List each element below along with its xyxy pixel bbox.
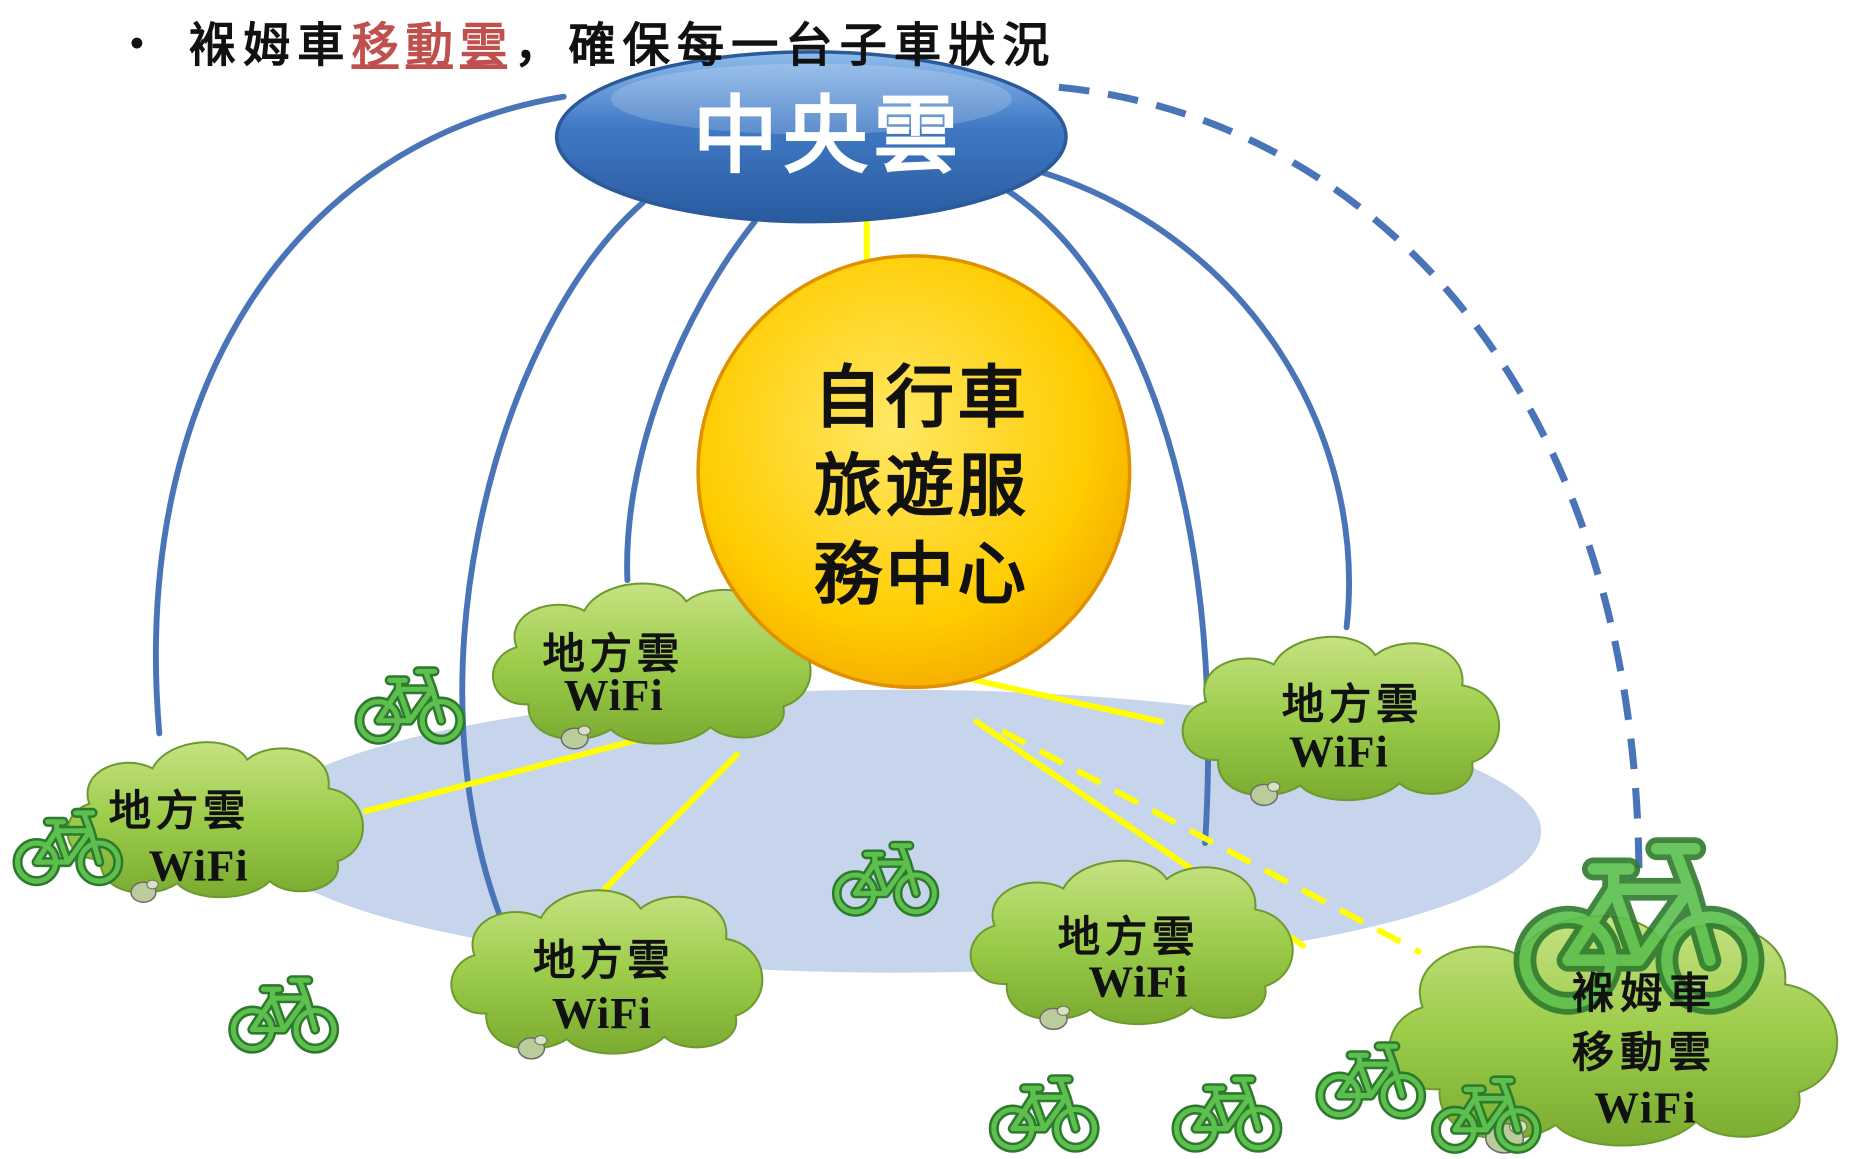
local-cloud-network: WiFi <box>552 988 651 1038</box>
service-center-line-1: 自行車 <box>814 358 1026 438</box>
central-cloud-label: 中央雲 <box>693 86 958 186</box>
local-cloud-top-middle: 地方雲 WiFi <box>491 582 812 751</box>
local-cloud-network: WiFi <box>149 841 248 891</box>
link-arc-right-top-cloud <box>1034 168 1352 631</box>
link-arc-left-cloud <box>153 93 567 737</box>
link-arc-bottom-middle-cloud <box>459 199 646 976</box>
nanny-cloud-network: WiFi <box>1594 1082 1695 1132</box>
local-cloud-name: 地方雲 <box>1282 680 1419 730</box>
local-cloud-right-middle: 地方雲 WiFi <box>969 859 1294 1031</box>
local-cloud-left: 地方雲 WiFi <box>66 741 365 904</box>
service-center-line-2: 旅遊服 <box>814 446 1027 526</box>
nanny-cloud-line-2: 移動雲 <box>1572 1028 1711 1078</box>
bicycle-icon <box>233 980 334 1048</box>
link-center-to-nanny-dashed <box>1000 728 1423 956</box>
local-cloud-name: 地方雲 <box>533 936 670 986</box>
central-cloud-shape <box>554 50 1068 224</box>
bicycle-service-center: 自行車 旅遊服 務中心 <box>696 254 1132 690</box>
service-center-shape <box>696 254 1132 690</box>
bullet-point: • 褓姆車移動雲，確保每一台子車狀況 <box>130 18 1050 73</box>
local-cloud-network: WiFi <box>564 670 663 720</box>
local-cloud-name: 地方雲 <box>109 786 246 836</box>
bicycle-icon <box>359 671 460 739</box>
link-top-middle-to-bottom-middle <box>598 751 740 896</box>
bicycle-icon <box>1177 1079 1278 1147</box>
local-cloud-network: WiFi <box>1088 956 1187 1006</box>
bullet-text-highlight: 移動雲 <box>351 18 507 73</box>
central-cloud-gloss <box>610 63 1012 135</box>
nanny-cloud-line-1: 褓姆車 <box>1572 969 1711 1019</box>
local-cloud-network: WiFi <box>1289 726 1388 776</box>
link-center-to-right-top <box>946 671 1165 725</box>
nanny-mobile-cloud: 褓姆車 移動雲 WiFi <box>1572 969 1711 1132</box>
local-cloud-name: 地方雲 <box>542 630 679 680</box>
central-cloud: 中央雲 <box>554 50 1068 224</box>
bullet-marker: • <box>130 22 144 66</box>
bullet-text: 褓姆車移動雲，確保每一台子車狀況 <box>189 18 1050 73</box>
bicycle-icon <box>994 1079 1095 1147</box>
link-arc-top-middle-cloud <box>624 218 758 584</box>
bullet-text-prefix: 褓姆車 <box>189 18 345 73</box>
local-cloud-name: 地方雲 <box>1058 912 1195 962</box>
local-cloud-right-top: 地方雲 WiFi <box>1181 635 1501 807</box>
local-cloud-bottom-middle: 地方雲 WiFi <box>450 889 764 1061</box>
service-center-line-3: 務中心 <box>814 535 1026 615</box>
